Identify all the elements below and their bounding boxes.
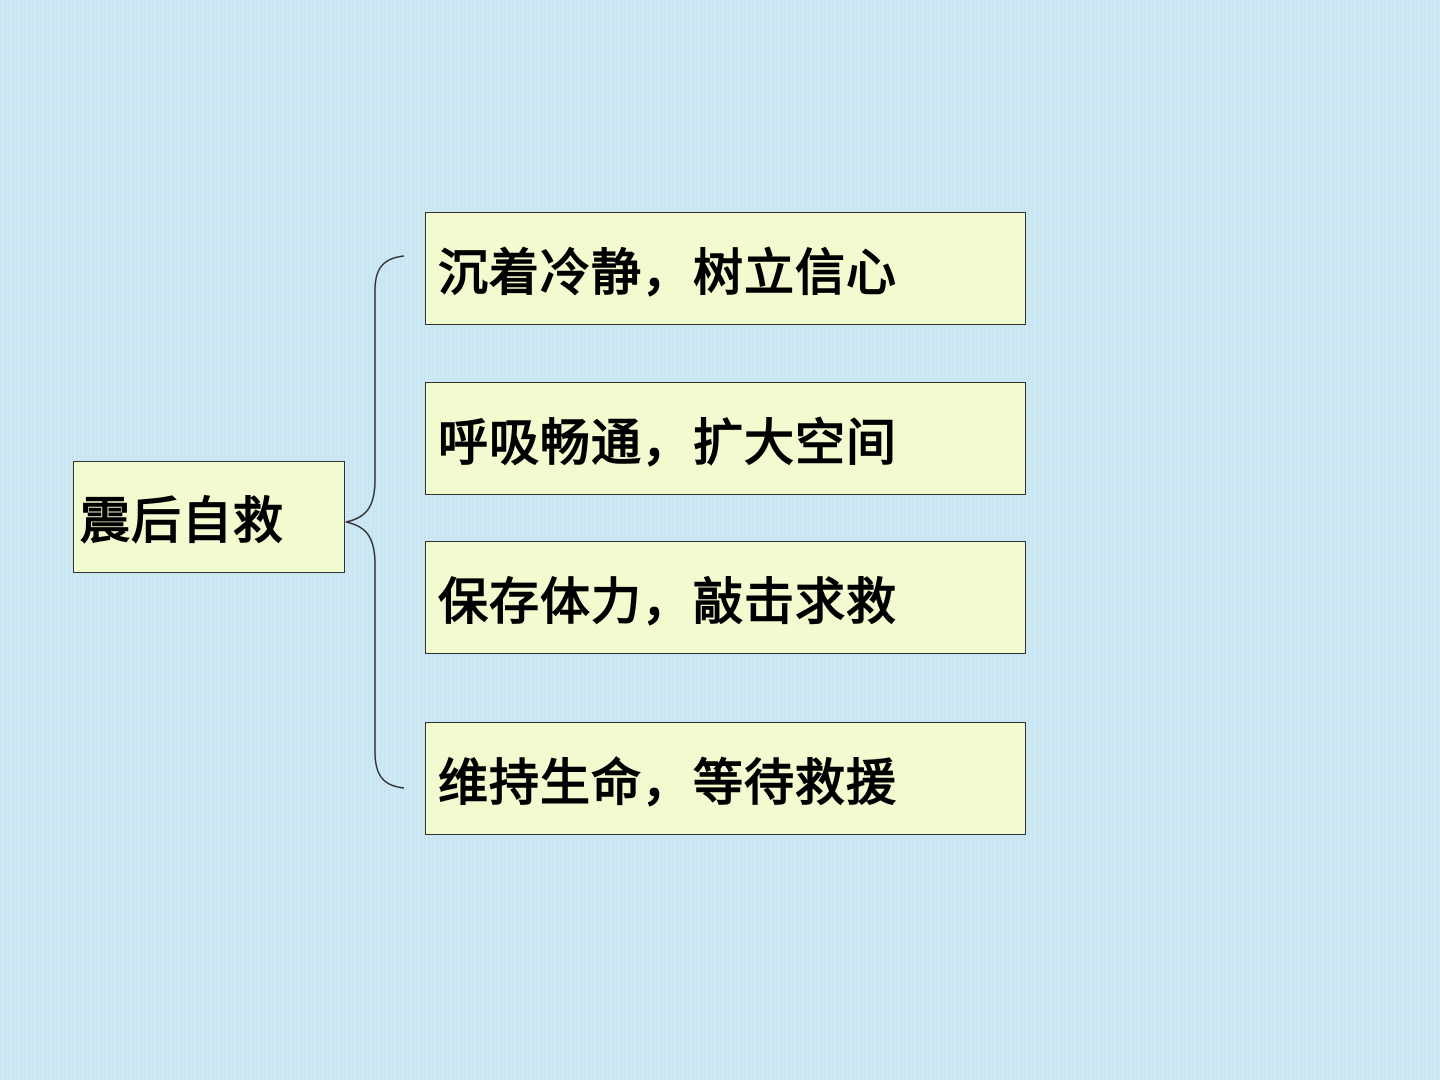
branch-node-3: 保存体力，敲击求救 xyxy=(425,541,1026,654)
branch-node-label: 沉着冷静，树立信心 xyxy=(438,243,897,302)
branch-node-label: 维持生命，等待救援 xyxy=(438,753,897,812)
brace-path xyxy=(345,255,405,789)
root-node: 震后自救 xyxy=(73,461,345,573)
branch-node-4: 维持生命，等待救援 xyxy=(425,722,1026,835)
branch-node-label: 呼吸畅通，扩大空间 xyxy=(438,413,897,472)
branch-node-1: 沉着冷静，树立信心 xyxy=(425,212,1026,325)
branch-node-label: 保存体力，敲击求救 xyxy=(438,572,897,631)
root-node-label: 震后自救 xyxy=(80,492,284,550)
branch-node-2: 呼吸畅通，扩大空间 xyxy=(425,382,1026,495)
